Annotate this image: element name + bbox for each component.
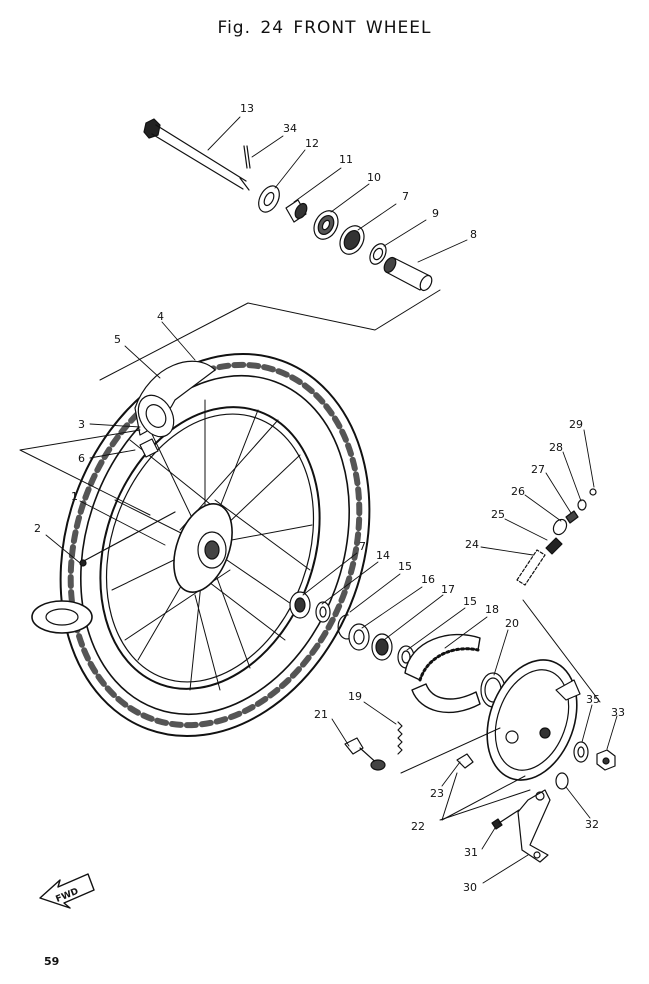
tire-section	[31, 600, 93, 634]
label-4: 4	[157, 310, 164, 323]
return-spring	[397, 721, 403, 755]
label-11: 11	[339, 153, 353, 166]
label-6: 6	[78, 452, 85, 465]
tire	[59, 352, 371, 738]
label-2: 2	[34, 522, 41, 535]
label-8: 8	[470, 228, 477, 241]
label-9: 9	[432, 207, 439, 220]
label-32: 32	[585, 818, 599, 831]
label-19: 19	[348, 690, 362, 703]
label-1: 1	[71, 490, 78, 503]
spacer-tube	[383, 256, 433, 292]
collar-hub	[315, 601, 331, 623]
bearing-hub-right	[371, 633, 393, 661]
label-23: 23	[430, 787, 444, 800]
brake-plate	[486, 659, 581, 781]
collar-cam	[555, 772, 569, 790]
brake-cam-lever	[517, 789, 551, 863]
label-27: 27	[531, 463, 545, 476]
label-17: 17	[441, 583, 455, 596]
oil-seal-hub	[348, 623, 370, 651]
label-29: 29	[569, 418, 583, 431]
label-24: 24	[465, 538, 479, 551]
label-10: 10	[367, 171, 381, 184]
rim-band	[139, 438, 159, 458]
label-15-upper: 15	[398, 560, 412, 573]
brake-shoes	[404, 634, 481, 714]
label-20: 20	[505, 617, 519, 630]
rim	[99, 406, 321, 690]
tube	[134, 360, 216, 438]
cam-shaft	[344, 737, 386, 771]
cotter-pin	[243, 145, 251, 169]
label-16: 16	[421, 573, 435, 586]
label-31: 31	[464, 846, 478, 859]
label-25: 25	[491, 508, 505, 521]
axle-nut	[596, 749, 616, 771]
washer-axle	[573, 741, 589, 763]
label-22: 22	[411, 820, 425, 833]
label-15-lower: 15	[463, 595, 477, 608]
grease-plug	[456, 753, 474, 769]
label-34: 34	[283, 122, 297, 135]
bearing-lower	[339, 225, 365, 255]
spacer-ring	[369, 243, 387, 265]
label-26: 26	[511, 485, 525, 498]
spoke-separate	[79, 511, 176, 567]
hub	[173, 503, 233, 593]
label-35: 35	[586, 693, 600, 706]
label-12: 12	[305, 137, 319, 150]
label-7-lower: 7	[359, 540, 366, 553]
label-14: 14	[376, 549, 390, 562]
oil-seal	[258, 185, 280, 213]
page-number: 59	[44, 955, 60, 968]
label-5: 5	[114, 333, 121, 346]
label-3: 3	[78, 418, 85, 431]
label-13: 13	[240, 102, 254, 115]
bearing-hub	[289, 591, 311, 619]
axle	[143, 118, 250, 191]
figure-title: Fig. 24 FRONT WHEEL	[217, 18, 432, 38]
fwd-arrow-icon	[39, 873, 95, 909]
label-28: 28	[549, 441, 563, 454]
lever-bolt	[491, 809, 520, 830]
label-30: 30	[463, 881, 477, 894]
label-18: 18	[485, 603, 499, 616]
label-33: 33	[611, 706, 625, 719]
axle-collar	[285, 199, 308, 223]
label-21: 21	[314, 708, 328, 721]
speedometer-gear-group	[516, 488, 597, 586]
bearing-upper	[313, 210, 339, 240]
label-7-upper: 7	[402, 190, 409, 203]
